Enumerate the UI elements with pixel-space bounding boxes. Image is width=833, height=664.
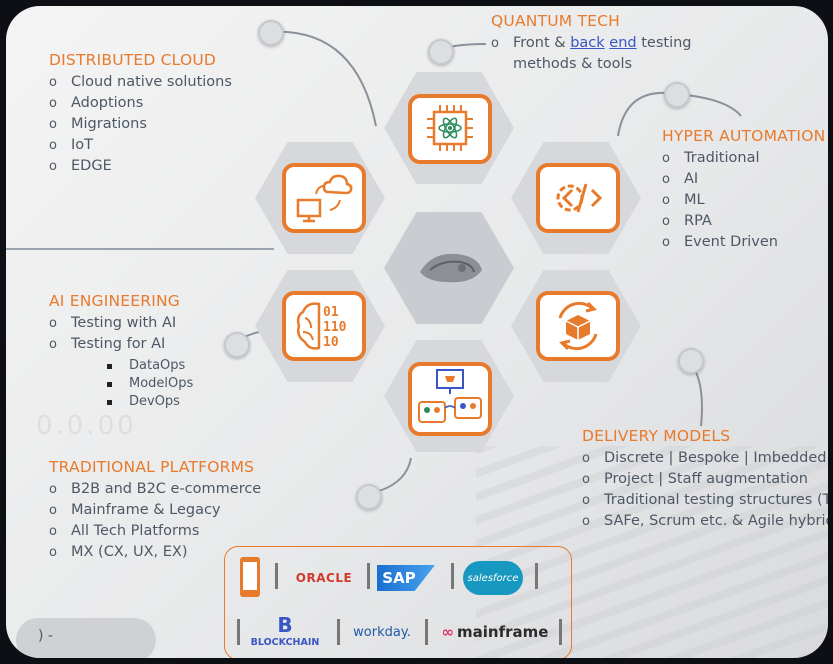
list-item: Project | Staff augmentation <box>582 469 826 490</box>
code-gear-icon <box>556 183 603 213</box>
section-hyper-automation: HYPER AUTOMATION Traditional AI ML RPA E… <box>662 127 825 253</box>
section-title: DELIVERY MODELS <box>582 427 731 445</box>
mainframe-logo: ∞ mainframe <box>437 619 553 645</box>
section-ai-engineering: AI ENGINEERING Testing with AI Testing f… <box>49 292 193 411</box>
platform-logos-box: ORACLE SAP salesforce B BLOCKCHAIN workd… <box>224 546 572 658</box>
list-item: All Tech Platforms <box>49 521 261 542</box>
connector-knob <box>224 332 250 358</box>
brain-binary-icon: 01 110 10 <box>296 302 347 350</box>
workday-logo: workday. <box>349 619 415 645</box>
list-item: Traditional <box>662 148 825 169</box>
list-item: Adoptions <box>49 93 232 114</box>
box-cycle-icon <box>558 301 598 351</box>
link-back[interactable]: back <box>570 35 605 51</box>
connector-knob <box>356 484 382 510</box>
infographic-frame: 0.0.00 DISTRIBUTED CLOUD Cloud native so… <box>6 6 828 658</box>
section-title: TRADITIONAL PLATFORMS <box>49 458 255 476</box>
logo-separator <box>559 619 562 645</box>
item-text: testing <box>641 35 692 51</box>
list-item: B2B and B2C e-commerce <box>49 479 261 500</box>
cloud-computer-icon <box>296 174 353 223</box>
cloud-computer-tile <box>282 163 366 233</box>
corner-shape <box>16 618 156 658</box>
svg-text:110: 110 <box>323 320 347 335</box>
blockchain-b-icon: B <box>277 612 293 637</box>
oracle-logo-text: ORACLE <box>295 571 353 585</box>
list-item: Mainframe & Legacy <box>49 500 261 521</box>
section-title: HYPER AUTOMATION <box>662 127 826 145</box>
section-traditional-platforms: TRADITIONAL PLATFORMS B2B and B2C e-comm… <box>49 458 261 563</box>
svg-text:10: 10 <box>323 335 339 350</box>
section-distributed-cloud: DISTRIBUTED CLOUD Cloud native solutions… <box>49 51 232 177</box>
list-item: ML <box>662 190 825 211</box>
list-item: SAFe, Scrum etc. & Agile hybrids dev & t… <box>582 511 828 532</box>
box-cycle-tile <box>536 291 620 361</box>
logo-separator <box>451 563 454 589</box>
ecommerce-network-tile <box>408 362 492 436</box>
link-end[interactable]: end <box>609 35 637 51</box>
cpu-atom-tile <box>408 94 492 164</box>
logo-separator <box>367 563 370 589</box>
section-quantum-tech: QUANTUM TECH Front & back end testing me… <box>491 12 692 75</box>
spaceship-icon <box>420 253 482 283</box>
list-item: IoT <box>49 135 232 156</box>
center-image-tile <box>408 232 492 302</box>
item-text: Front & <box>513 35 571 51</box>
mobile-phone-icon <box>237 555 263 599</box>
cpu-atom-icon <box>427 105 473 151</box>
section-delivery-models: DELIVERY MODELS Discrete | Bespoke | Imb… <box>582 427 828 532</box>
salesforce-logo: salesforce <box>463 561 523 595</box>
logo-separator <box>337 619 340 645</box>
sap-logo: SAP <box>377 565 435 591</box>
list-item: Traditional testing structures (TCC, TCo… <box>582 490 828 511</box>
logo-separator <box>275 563 278 589</box>
code-gear-tile <box>536 163 620 233</box>
blockchain-logo: B BLOCKCHAIN <box>247 607 323 653</box>
item-text: methods & tools <box>513 56 633 72</box>
connector-knob <box>664 82 690 108</box>
section-title: QUANTUM TECH <box>491 12 620 30</box>
mainframe-logo-text: mainframe <box>457 623 549 641</box>
list-item: Event Driven <box>662 232 825 253</box>
list-item: Migrations <box>49 114 232 135</box>
connector-knob <box>428 39 454 65</box>
list-item: EDGE <box>49 156 232 177</box>
list-item: Front & back end testing methods & tools <box>491 33 692 75</box>
brain-binary-tile: 01 110 10 <box>282 291 366 361</box>
section-title: DISTRIBUTED CLOUD <box>49 51 217 69</box>
oracle-logo: ORACLE <box>289 567 359 589</box>
background-watermark-text: 0.0.00 <box>36 411 137 441</box>
mainframe-infinity-icon: ∞ <box>441 623 455 641</box>
ecommerce-network-icon <box>418 369 482 423</box>
svg-text:01: 01 <box>323 305 339 320</box>
list-item: MX (CX, UX, EX) <box>49 542 261 563</box>
connector-knob <box>678 348 704 374</box>
corner-text: ) - <box>38 628 53 644</box>
salesforce-logo-text: salesforce <box>467 572 519 584</box>
sub-list-item: DataOps <box>107 357 193 375</box>
sap-logo-text: SAP <box>382 569 416 587</box>
logo-separator <box>237 619 240 645</box>
logo-separator <box>425 619 428 645</box>
divider-line <box>6 248 274 250</box>
sub-list-item: ModelOps <box>107 375 193 393</box>
list-item: Testing with AI <box>49 313 193 334</box>
list-item: AI <box>662 169 825 190</box>
workday-logo-text: workday. <box>353 624 411 640</box>
logo-separator <box>535 563 538 589</box>
list-item: Testing for AI <box>49 334 193 355</box>
connector-knob <box>258 20 284 46</box>
list-item: Discrete | Bespoke | Imbedded | Outsourc… <box>582 448 828 469</box>
sub-list-item: DevOps <box>107 393 193 411</box>
section-title: AI ENGINEERING <box>49 292 181 310</box>
list-item: RPA <box>662 211 825 232</box>
blockchain-logo-text: BLOCKCHAIN <box>250 636 320 648</box>
list-item: Cloud native solutions <box>49 72 232 93</box>
